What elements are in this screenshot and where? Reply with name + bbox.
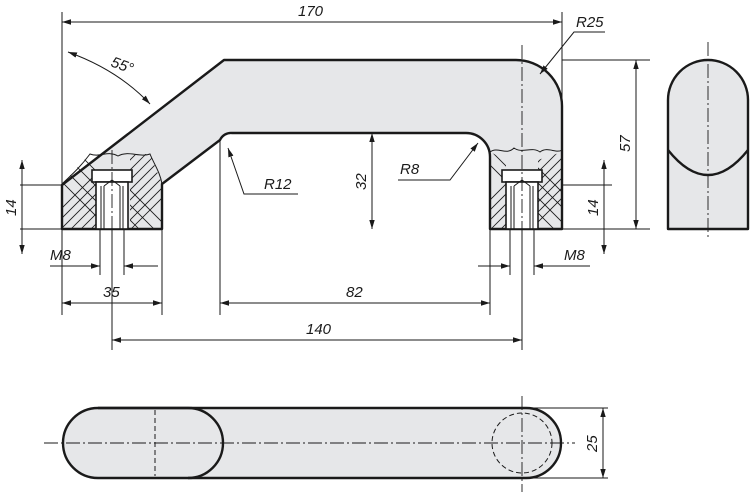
dim-inner-span: 82 xyxy=(346,284,363,301)
side-profile xyxy=(666,58,750,231)
dim-base-height-right: 14 xyxy=(585,199,602,216)
dim-base-height-left: 14 xyxy=(3,199,20,216)
dim-width: 25 xyxy=(584,435,601,453)
dim-corner-radius-outer: R25 xyxy=(576,14,604,31)
dim-thread-left: M8 xyxy=(50,247,71,264)
dim-inner-height: 32 xyxy=(353,173,370,190)
dim-inner-radius-left: R12 xyxy=(264,176,292,193)
dim-inner-radius-right: R8 xyxy=(400,161,420,178)
side-view xyxy=(666,42,750,240)
dim-foot-width: 35 xyxy=(103,284,120,301)
dim-thread-right: M8 xyxy=(564,247,585,264)
dim-angle: 55° xyxy=(109,54,136,78)
dim-height: 57 xyxy=(617,135,634,152)
dim-overall-length: 170 xyxy=(298,3,324,20)
dimension-lines xyxy=(19,12,650,479)
dimension-labels: 170 R25 55° 57 32 R8 R12 M8 M8 14 14 35 … xyxy=(3,3,634,453)
top-view xyxy=(44,396,575,492)
dim-hole-spacing: 140 xyxy=(306,321,332,338)
handle-body xyxy=(60,58,564,231)
